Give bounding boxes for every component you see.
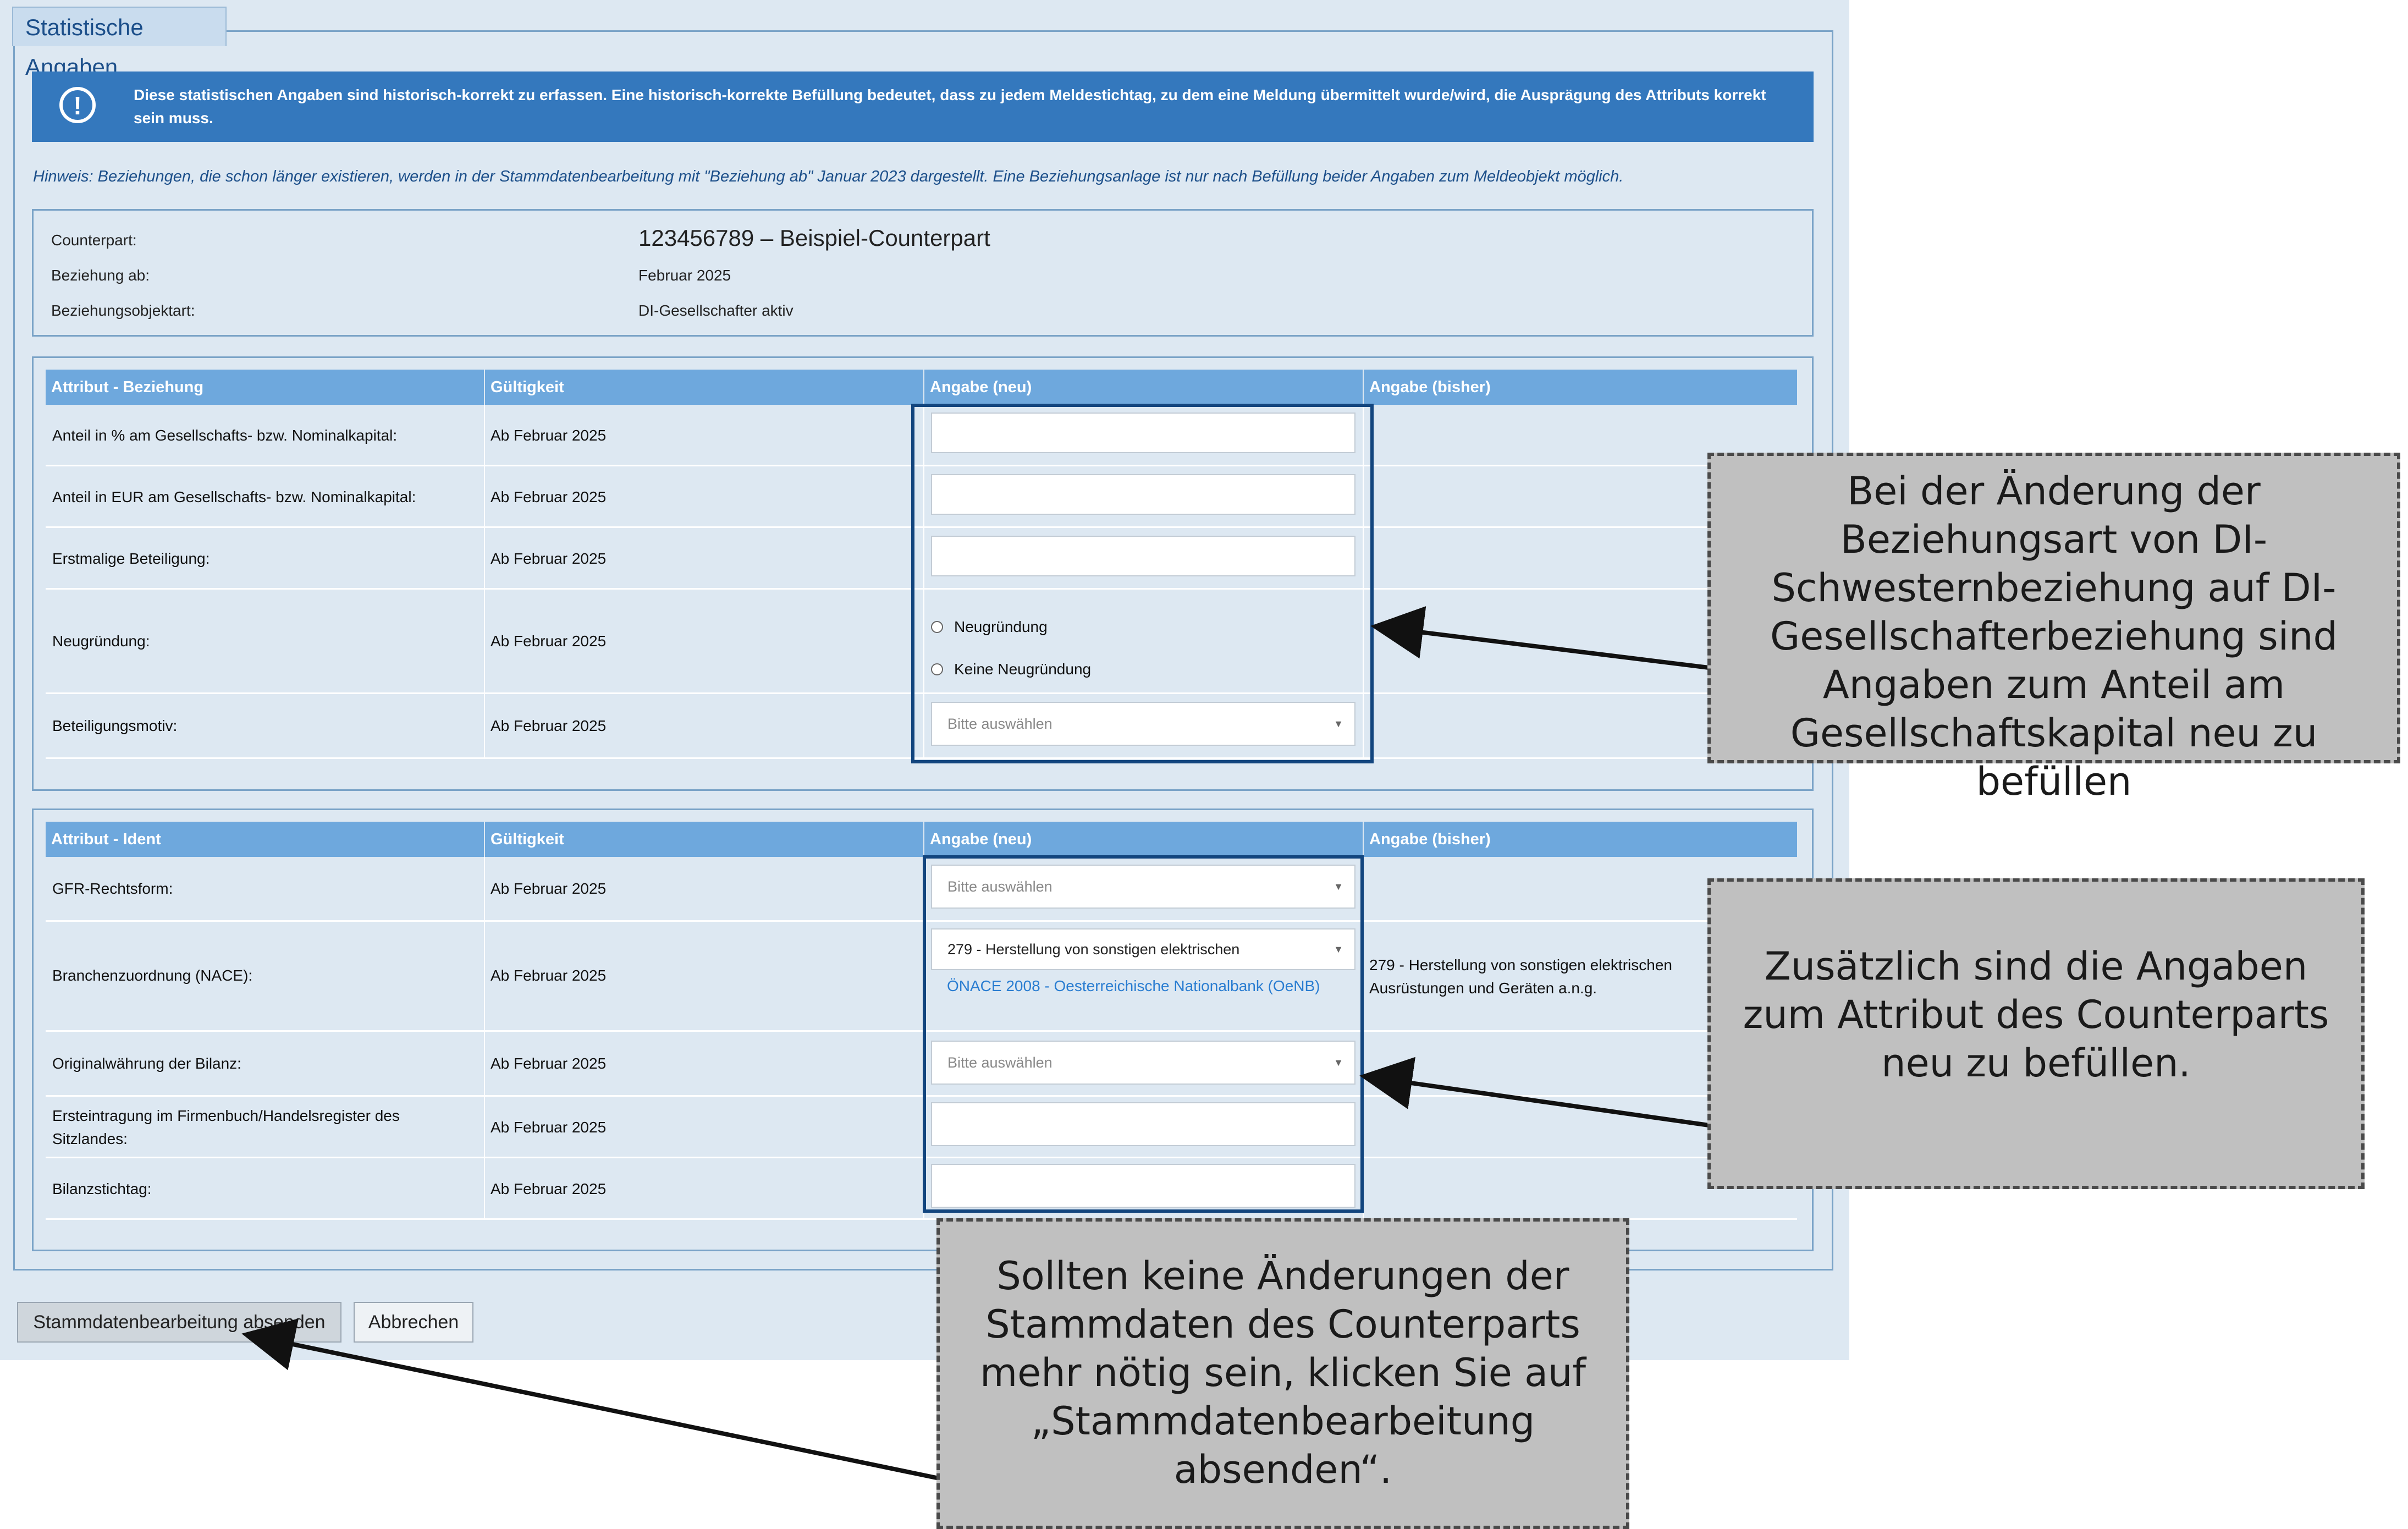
objektart-value: DI-Gesellschafter aktiv (638, 302, 794, 319)
counterpart-summary: Counterpart: 123456789 – Beispiel-Counte… (32, 209, 1814, 337)
statistics-panel: Statistische Angaben ! Diese statistisch… (0, 0, 1849, 1360)
keine-neugruendung-radio-label: Keine Neugründung (954, 661, 1092, 678)
row-valid: Ab Februar 2025 (491, 632, 607, 650)
info-text: Diese statistischen Angaben sind histori… (134, 86, 1766, 127)
waehrung-select[interactable]: Bitte auswählen ▼ (931, 1041, 1355, 1085)
cancel-button[interactable]: Abbrechen (354, 1302, 473, 1343)
row-attr: Branchenzuordnung (NACE): (52, 967, 253, 984)
arrow-to-relationship-fields (1370, 606, 1710, 670)
row-attr: GFR-Rechtsform: (52, 880, 173, 897)
ersteintragung-input[interactable] (931, 1102, 1355, 1146)
arrow-to-submit-button (241, 1318, 940, 1481)
exclamation-icon: ! (59, 87, 96, 123)
chevron-down-icon: ▼ (1334, 944, 1343, 955)
keine-neugruendung-radio[interactable] (931, 663, 943, 675)
anteil-eur-input[interactable] (931, 474, 1355, 515)
info-banner: ! Diese statistischen Angaben sind histo… (32, 72, 1814, 142)
table-row: Bilanzstichtag: Ab Februar 2025 (46, 1158, 1797, 1220)
callout-submit: Sollten keine Änderungen der Stammdaten … (936, 1218, 1629, 1529)
row-valid: Ab Februar 2025 (491, 717, 607, 734)
row-attr: Beteiligungsmotiv: (52, 717, 178, 734)
table-row: Beteiligungsmotiv: Ab Februar 2025 (46, 694, 1797, 759)
table2-header-new: Angabe (neu) (924, 822, 1363, 857)
table-row: Anteil in % am Gesellschafts- bzw. Nomin… (46, 405, 1797, 466)
highlight-relationship-fields (911, 404, 1374, 763)
counterpart-value: 123456789 – Beispiel-Counterpart (638, 225, 990, 251)
nace-classification-link[interactable]: ÖNACE 2008 - Oesterreichische Nationalba… (947, 977, 1320, 994)
row-attr: Anteil in % am Gesellschafts- bzw. Nomin… (52, 427, 398, 444)
table-row: GFR-Rechtsform: Ab Februar 2025 (46, 857, 1797, 922)
row-valid: Ab Februar 2025 (491, 488, 607, 505)
beziehung-ab-value: Februar 2025 (638, 267, 731, 284)
erstmalige-beteiligung-input[interactable] (931, 536, 1355, 576)
row-attr: Erstmalige Beteiligung: (52, 550, 210, 567)
section-title: Statistische Angaben (12, 7, 227, 80)
table1-header-old: Angabe (bisher) (1364, 370, 1797, 405)
row-attr: Ersteintragung im Firmenbuch/Handelsregi… (52, 1107, 400, 1147)
anteil-prozent-input[interactable] (931, 413, 1355, 453)
table1-header-valid: Gültigkeit (485, 370, 923, 405)
nace-select[interactable]: 279 - Herstellung von sonstigen elektris… (931, 928, 1355, 970)
callout-relationship: Bei der Änderung der Beziehungsart von D… (1707, 453, 2400, 804)
row-valid: Ab Februar 2025 (491, 967, 607, 984)
objektart-label: Beziehungsobjektart: (51, 302, 195, 319)
nace-selected-value: 279 - Herstellung von sonstigen elektris… (947, 941, 1240, 958)
chevron-down-icon: ▼ (1334, 718, 1343, 729)
row-valid: Ab Februar 2025 (491, 427, 607, 444)
row-attr: Anteil in EUR am Gesellschafts- bzw. Nom… (52, 488, 416, 505)
row-attr: Neugründung: (52, 632, 150, 650)
nace-previous-value: 279 - Herstellung von sonstigen elektris… (1369, 956, 1672, 997)
arrow-to-ident-fields (1359, 1057, 1710, 1128)
row-valid: Ab Februar 2025 (491, 1180, 607, 1197)
neugruendung-radio-label: Neugründung (954, 618, 1048, 635)
select-placeholder: Bitte auswählen (947, 1054, 1053, 1071)
row-attr: Bilanzstichtag: (52, 1180, 152, 1197)
hint-text: Hinweis: Beziehungen, die schon länger e… (33, 168, 1624, 185)
beteiligungsmotiv-select[interactable]: Bitte auswählen ▼ (931, 702, 1355, 746)
chevron-down-icon: ▼ (1334, 1057, 1343, 1068)
neugruendung-radio[interactable] (931, 621, 943, 633)
table2-header-attr: Attribut - Ident (46, 822, 484, 857)
highlight-ident-fields (923, 855, 1364, 1213)
table-row: Anteil in EUR am Gesellschafts- bzw. Nom… (46, 466, 1797, 528)
callout-counterpart-attributes: Zusätzlich sind die Angaben zum Attribut… (1707, 878, 2365, 1189)
chevron-down-icon: ▼ (1334, 881, 1343, 892)
select-placeholder: Bitte auswählen (947, 716, 1053, 732)
table1-header-attr: Attribut - Beziehung (46, 370, 484, 405)
table-row: Originalwährung der Bilanz: Ab Februar 2… (46, 1032, 1797, 1097)
counterpart-label: Counterpart: (51, 232, 137, 249)
beziehung-ab-label: Beziehung ab: (51, 267, 150, 284)
table-row: Erstmalige Beteiligung: Ab Februar 2025 (46, 528, 1797, 590)
table2-header-old: Angabe (bisher) (1364, 822, 1797, 857)
bilanzstichtag-input[interactable] (931, 1164, 1355, 1208)
row-valid: Ab Februar 2025 (491, 880, 607, 897)
row-attr: Originalwährung der Bilanz: (52, 1055, 241, 1072)
row-valid: Ab Februar 2025 (491, 1055, 607, 1072)
select-placeholder: Bitte auswählen (947, 878, 1053, 895)
table2-header-valid: Gültigkeit (485, 822, 923, 857)
row-valid: Ab Februar 2025 (491, 1119, 607, 1136)
rechtsform-select[interactable]: Bitte auswählen ▼ (931, 865, 1355, 909)
table-row: Branchenzuordnung (NACE): Ab Februar 202… (46, 922, 1797, 1032)
row-valid: Ab Februar 2025 (491, 550, 607, 567)
table-row: Ersteintragung im Firmenbuch/Handelsregi… (46, 1097, 1797, 1158)
table1-header-new: Angabe (neu) (924, 370, 1363, 405)
